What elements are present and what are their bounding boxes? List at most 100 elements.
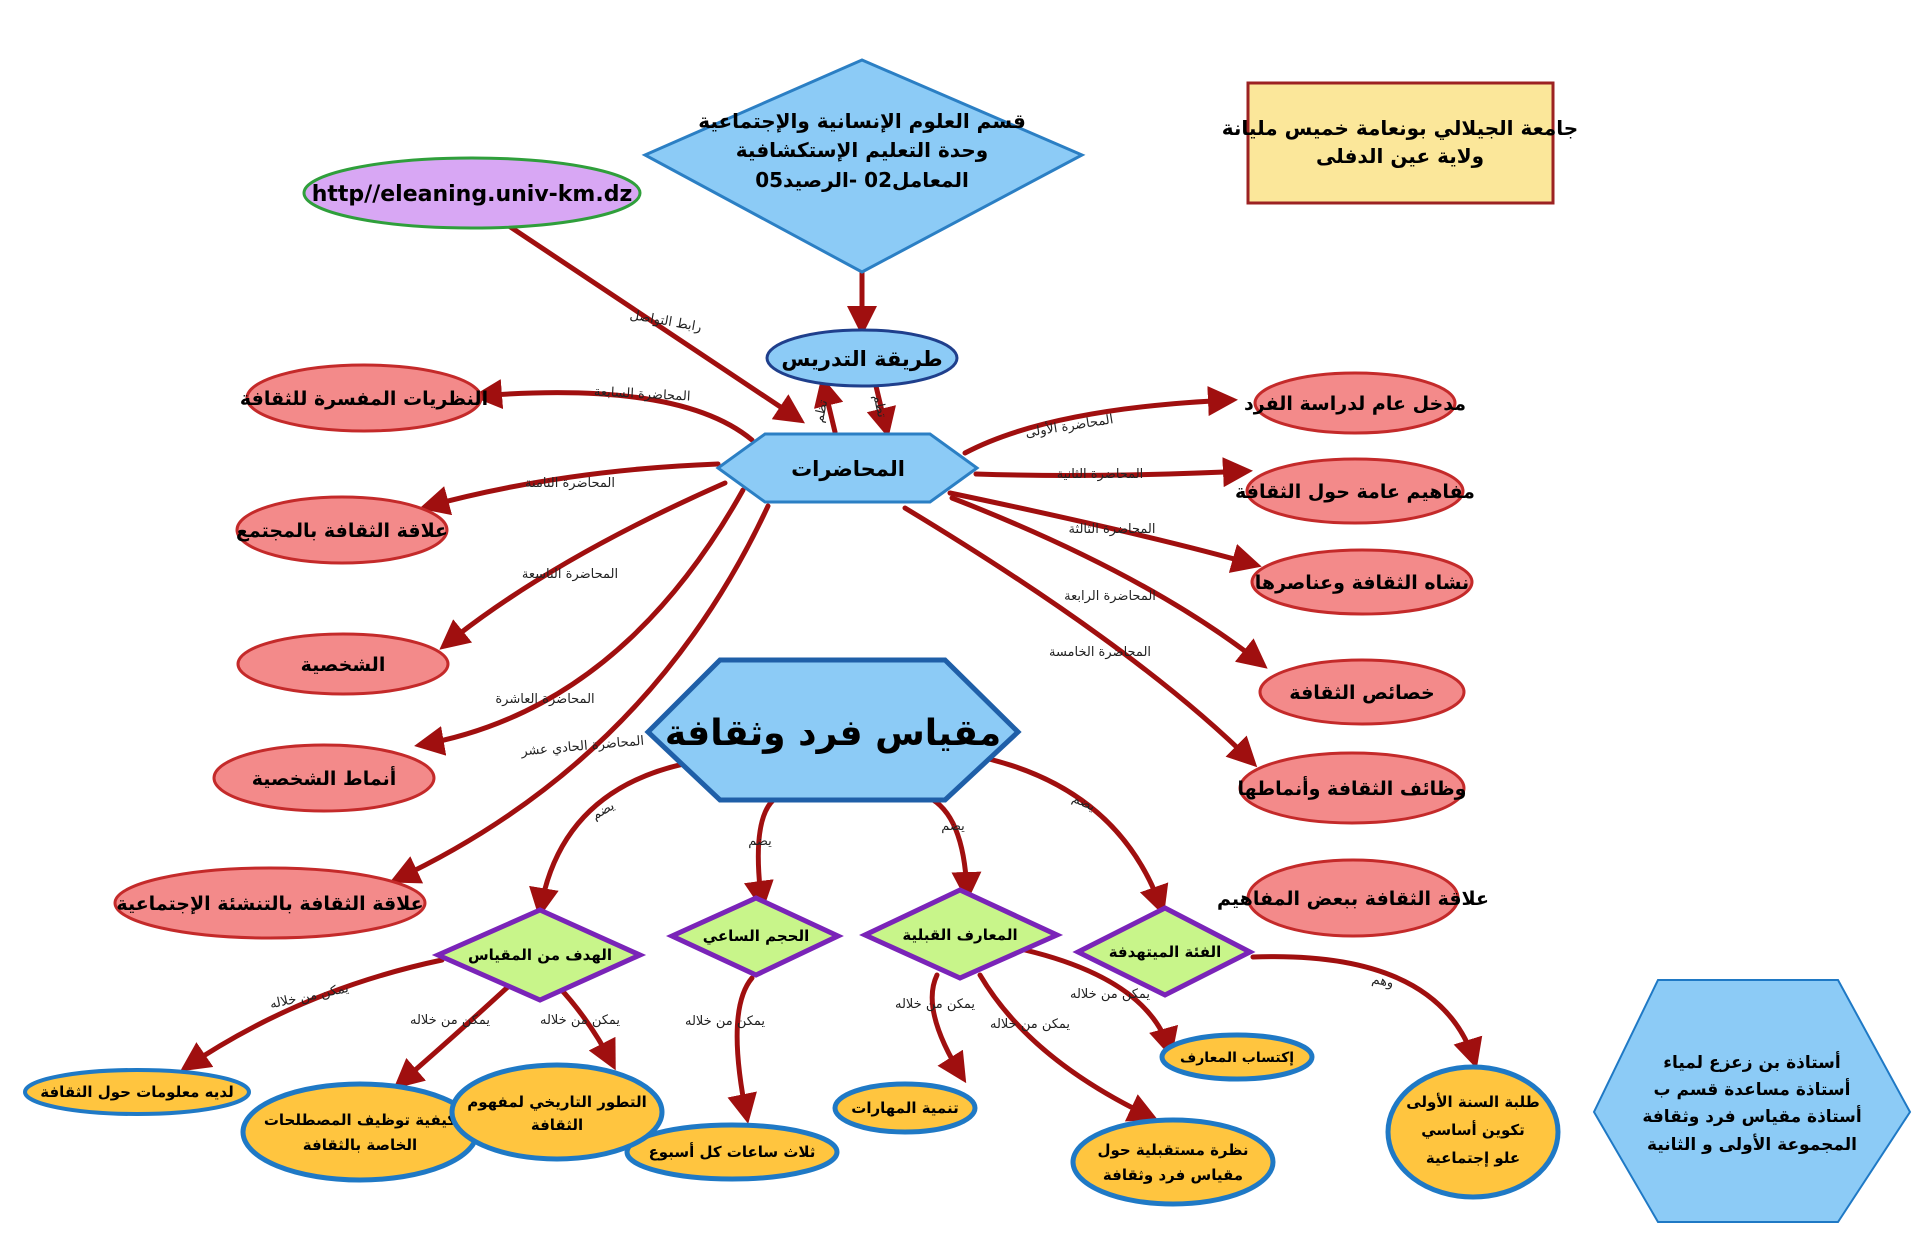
component-objective: الهدف من المقياس xyxy=(431,907,647,1003)
lectures-label: المحاضرات xyxy=(791,457,905,481)
teaching-method-label: طريقة التدريس xyxy=(781,347,942,371)
topic-l2-label: مفاهيم عامة حول الثقافة xyxy=(1235,481,1475,503)
outcome-o4: ثلاث ساعات كل أسبوع xyxy=(624,1122,840,1182)
url-text[interactable]: http//eleaning.univ-km.dz xyxy=(312,182,633,207)
edge-label-l10: المحاضرة العاشرة xyxy=(495,692,594,707)
outcome-o6: نظرة مستقبلية حول مقياس فرد وثقافة xyxy=(1070,1117,1276,1207)
department-line2: وحدة التعليم الإستكشافية xyxy=(736,138,988,162)
outcomes: لديه معلومات حول الثقافة كيفية توظيف الم… xyxy=(23,1032,1561,1207)
edge-label-through-3: يمكن من خلاله xyxy=(540,1013,620,1028)
edge-l7 xyxy=(472,379,755,443)
edge-label-organize-2: تظم xyxy=(870,393,890,419)
topic-l7: النظريات المفسرة للثقافة xyxy=(240,363,488,433)
outcome-o1: لديه معلومات حول الثقافة xyxy=(23,1068,251,1116)
edge-label-through-1: يمكن من خلاله xyxy=(269,981,351,1012)
edge-label-through-4: يمكن من خلاله xyxy=(685,1014,765,1029)
topic-l6-label: علاقة الثقافة ببعض المفاهيم xyxy=(1217,888,1489,910)
edges xyxy=(180,217,1483,1124)
teacher-line1: أستاذة بن زعزع لمياء xyxy=(1663,1051,1840,1073)
topic-l11: علاقة الثقافة بالتنشئة الإجتماعية xyxy=(113,866,427,940)
lectures-node: المحاضرات xyxy=(715,432,980,504)
outcome-o8-line3: علو إجتماعية xyxy=(1426,1149,1520,1167)
edge-label-l1: المحاضرة الأولى xyxy=(1024,410,1114,441)
edge-l1 xyxy=(962,386,1238,456)
edge-prior-to-o7 xyxy=(1022,947,1179,1058)
edge-label-through-2: يمكن من خلاله xyxy=(410,1013,490,1028)
url-node[interactable]: http//eleaning.univ-km.dz xyxy=(302,156,642,230)
component-hours-label: الحجم الساعي xyxy=(703,927,809,945)
outcome-o3: التطور التاريخي لمفهوم الثقافة xyxy=(449,1062,665,1162)
component-objective-label: الهدف من المقياس xyxy=(468,946,612,964)
component-target-label: الفئة الميتهدفة xyxy=(1109,943,1222,961)
edge-l5 xyxy=(902,505,1258,768)
edge-target-to-o8 xyxy=(1250,954,1483,1069)
component-prior: المعارف القبلية xyxy=(859,887,1064,981)
outcome-o4-label: ثلاث ساعات كل أسبوع xyxy=(649,1142,816,1161)
topic-l10-label: أنماط الشخصية xyxy=(252,766,397,790)
university-box: جامعة الجيلالي بونعامة خميس مليانة ولاية… xyxy=(1222,81,1578,205)
edge-l4 xyxy=(949,495,1268,669)
topic-l9-label: الشخصية xyxy=(301,654,386,676)
topic-l5: وظائف الثقافة وأنماطها xyxy=(1238,751,1466,825)
outcome-o3-line2: الثقافة xyxy=(531,1116,583,1134)
edge-course-to-target xyxy=(982,755,1169,916)
edge-label-l9: المحاضرة التاسعة xyxy=(522,567,618,582)
topic-l8-label: علاقة الثقافة بالمجتمع xyxy=(236,520,448,542)
component-prior-label: المعارف القبلية xyxy=(902,926,1017,944)
teacher-line3: أستاذة مقياس فرد وثقافة xyxy=(1642,1105,1861,1127)
edge-objective-to-o1 xyxy=(180,957,445,1072)
department-line1: قسم العلوم الإنسانية والإجتماعية xyxy=(698,109,1026,133)
university-line2: ولاية عين الدفلى xyxy=(1316,144,1484,168)
topic-l10: أنماط الشخصية xyxy=(212,743,436,813)
university-line1: جامعة الجيلالي بونعامة خميس مليانة xyxy=(1222,116,1578,141)
edge-label-organize-1: تظم xyxy=(812,398,832,424)
edge-objective-to-o2 xyxy=(393,982,513,1089)
topic-l3-label: نشاه الثقافة وعناصرها xyxy=(1255,572,1469,594)
teacher-line4: المجموعة الأولى و الثانية xyxy=(1647,1134,1857,1155)
outcome-o2-line1: كيفية توظيف المصطلحات xyxy=(264,1111,457,1129)
edge-method-to-lectures xyxy=(866,379,896,438)
department-line3: المعامل02 -الرصيد05 xyxy=(755,168,969,192)
edge-label-includes-2: يضم xyxy=(748,834,772,849)
teaching-method-node: طريقة التدريس xyxy=(765,328,959,388)
edge-label-includes-3: يضم xyxy=(941,819,965,834)
edge-course-to-hours xyxy=(743,794,780,911)
teacher-line2: أستاذة مساعدة قسم ب xyxy=(1654,1078,1851,1100)
edge-lectures-to-method xyxy=(814,376,844,435)
component-hours: الحجم الساعي xyxy=(665,895,844,978)
outcome-o3-line1: التطور التاريخي لمفهوم xyxy=(467,1093,647,1111)
teacher-node: أستاذة بن زعزع لمياء أستاذة مساعدة قسم ب… xyxy=(1592,979,1912,1223)
outcome-o2: كيفية توظيف المصطلحات الخاصة بالثقافة xyxy=(240,1081,480,1183)
outcome-o6-line2: مقياس فرد وثقافة xyxy=(1103,1166,1243,1184)
edge-l3 xyxy=(947,490,1262,573)
edge-label-l2: المحاضرة الثانية xyxy=(1057,467,1144,482)
topic-l4: خصائص الثقافة xyxy=(1258,658,1466,726)
outcome-o2-line2: الخاصة بالثقافة xyxy=(303,1136,417,1154)
lecture-topics: مدخل عام لدراسة الفرد مفاهيم عامة حول ال… xyxy=(113,363,1489,940)
topic-l7-label: النظريات المفسرة للثقافة xyxy=(240,388,488,410)
outcome-o8: طلبة السنة الأولى تكوين أساسي علو إجتماع… xyxy=(1385,1064,1561,1200)
topic-l4-label: خصائص الثقافة xyxy=(1289,682,1434,704)
edge-label-includes-1: يضم xyxy=(589,798,617,823)
outcome-o5: تنمية المهارات xyxy=(832,1081,978,1135)
edge-l9 xyxy=(439,480,728,650)
edge-label-through-6: يمكن من خلاله xyxy=(990,1017,1070,1032)
course-node: مقياس فرد وثقافة xyxy=(644,657,1022,803)
topic-l11-label: علاقة الثقافة بالتنشئة الإجتماعية xyxy=(116,893,423,915)
edge-label-and-they: وهم xyxy=(1371,972,1395,991)
topic-l6: علاقة الثقافة ببعض المفاهيم xyxy=(1217,858,1489,938)
edge-course-to-objective xyxy=(529,760,691,918)
topic-l3: نشاه الثقافة وعناصرها xyxy=(1250,548,1474,616)
edge-hours-to-o4 xyxy=(727,975,757,1124)
edge-l8 xyxy=(419,461,721,516)
edge-label-l4: المحاضرة الرابعة xyxy=(1064,589,1156,604)
edge-prior-to-o5 xyxy=(929,972,967,1084)
outcome-o1-label: لديه معلومات حول الثقافة xyxy=(40,1083,233,1101)
topic-l9: الشخصية xyxy=(236,632,450,696)
edge-label-through-5: يمكن من خلاله xyxy=(895,997,975,1012)
outcome-o7: إكتساب المعارف xyxy=(1159,1032,1315,1082)
edge-prior-to-o6 xyxy=(977,972,1159,1122)
outcome-o7-label: إكتساب المعارف xyxy=(1180,1050,1294,1066)
outcome-o5-label: تنمية المهارات xyxy=(851,1099,958,1117)
